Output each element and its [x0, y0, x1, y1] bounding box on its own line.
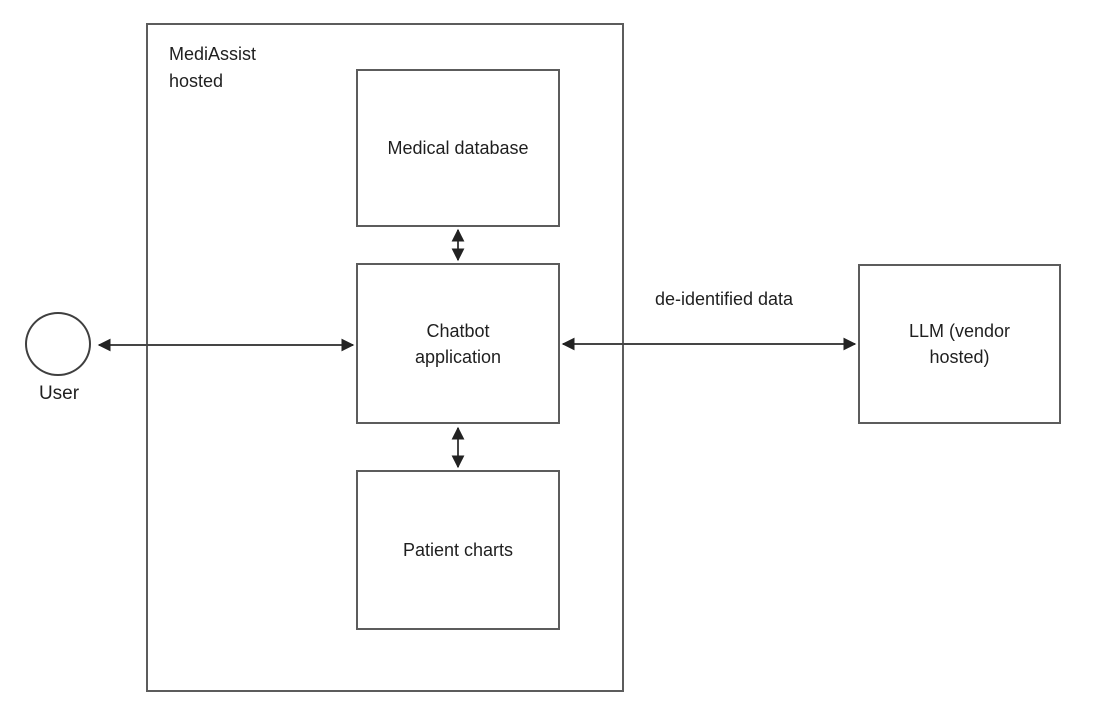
node-llm-vendor-hosted-label: LLM (vendor hosted) [908, 321, 1011, 367]
user-actor-circle [25, 312, 91, 376]
user-actor-label: User [38, 383, 80, 404]
edge-label-de-identified-data: de-identified data [654, 289, 794, 309]
node-medical-database: Medical database [356, 69, 560, 227]
node-medical-database-label: Medical database [387, 138, 529, 158]
node-chatbot-application: Chatbot application [356, 263, 560, 424]
node-patient-charts: Patient charts [356, 470, 560, 630]
boundary-label: MediAssist hosted [169, 44, 257, 91]
node-chatbot-application-label: Chatbot application [414, 320, 502, 367]
node-llm-vendor-hosted: LLM (vendor hosted) [858, 264, 1061, 424]
node-patient-charts-label: Patient charts [402, 540, 514, 560]
